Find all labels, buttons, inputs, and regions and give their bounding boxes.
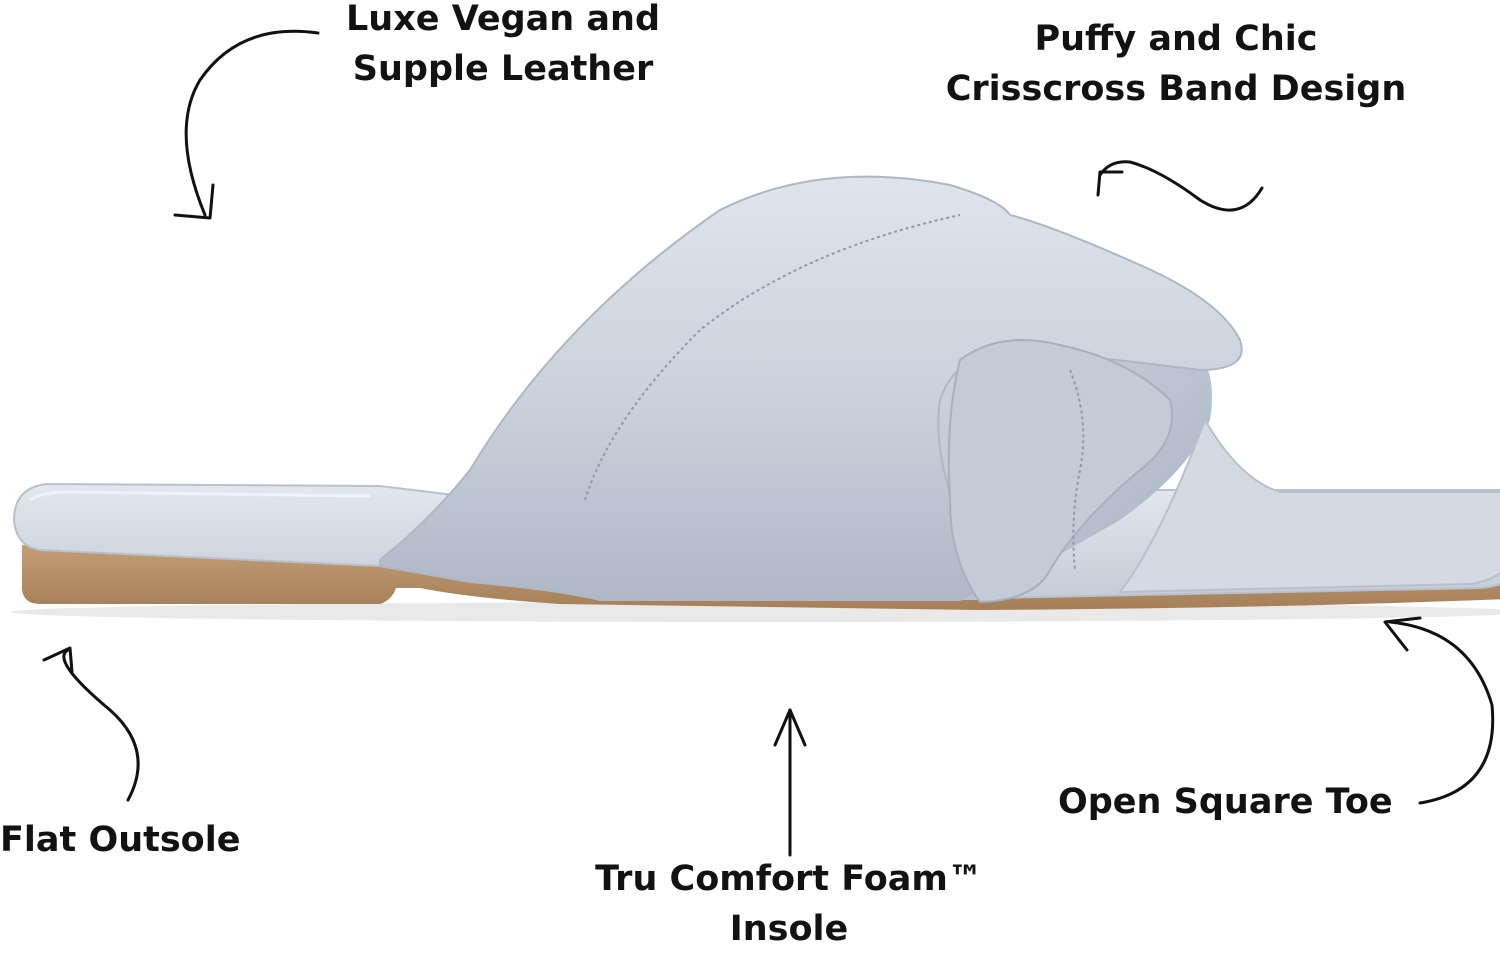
callout-arrows (42, 29, 1495, 857)
callout-leather-line1: Luxe Vegan and (346, 0, 660, 39)
callout-toe-text: Open Square Toe (1058, 782, 1393, 822)
callout-leather-line2: Supple Leather (352, 49, 654, 89)
footbed-rim (29, 490, 371, 502)
callout-insole-line2: Insole (729, 909, 849, 949)
arrow-band (1098, 160, 1264, 212)
callout-insole-line1: Tru Comfort Foam™ (595, 859, 983, 899)
callout-toe: Open Square Toe (1058, 777, 1418, 827)
arrowhead-band (1096, 170, 1124, 197)
arrowhead-leather (173, 183, 215, 220)
callout-band: Puffy and Chic Crisscross Band Design (920, 14, 1432, 114)
toe-opening (1117, 417, 1500, 594)
callout-outsole: Flat Outsole (0, 815, 240, 865)
callout-outsole-text: Flat Outsole (0, 820, 241, 860)
arrowhead-insole (773, 708, 807, 747)
band-stitch (1069, 369, 1085, 571)
arrow-toe (1388, 620, 1495, 805)
crossing-band (947, 339, 1173, 604)
strap-stitch (584, 214, 961, 501)
callout-band-line1: Puffy and Chic (1034, 19, 1318, 59)
arrow-outsole (62, 648, 140, 802)
callout-insole: Tru Comfort Foam™ Insole (560, 854, 1018, 954)
arrow-leather (184, 29, 320, 217)
callout-band-line2: Crisscross Band Design (945, 69, 1407, 109)
arrowhead-toe (1383, 616, 1422, 652)
arrowhead-outsole (42, 646, 74, 674)
callout-leather: Luxe Vegan and Supple Leather (318, 0, 688, 94)
